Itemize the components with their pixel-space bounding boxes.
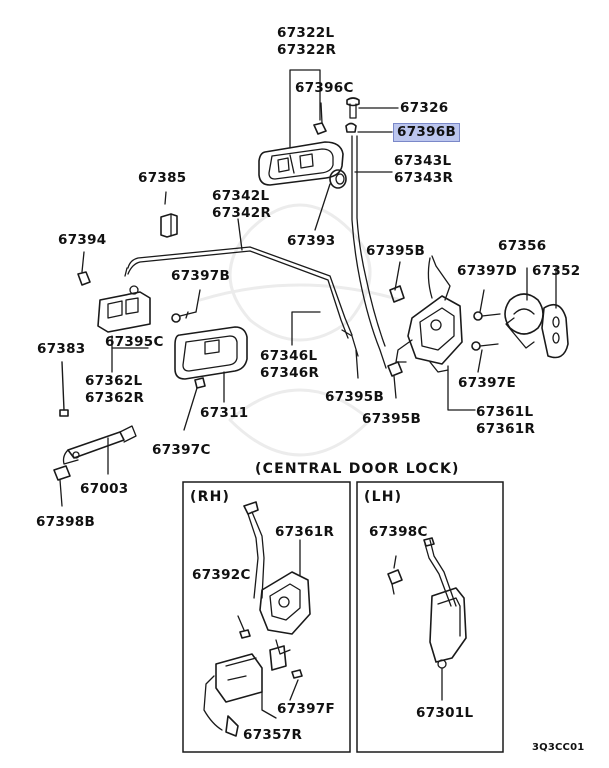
part-label-67394[interactable]: 67394 xyxy=(58,232,107,248)
rod-end-67326-drawing xyxy=(346,97,399,119)
part-label-67361L: 67361L xyxy=(476,404,534,420)
part-label-67326[interactable]: 67326 xyxy=(400,100,449,116)
screw-67397E-drawing xyxy=(471,341,499,373)
part-label-67395B-low[interactable]: 67395B xyxy=(362,411,422,427)
screw-67397D-drawing xyxy=(473,289,501,321)
rh-box-label: (RH) xyxy=(190,489,231,505)
part-label-67361R: 67361R xyxy=(476,421,536,437)
screw-67397C-drawing xyxy=(183,377,206,431)
part-label-67392C[interactable]: 67392C xyxy=(192,567,251,583)
bolt-67398B-drawing xyxy=(53,465,71,507)
part-label-67397E[interactable]: 67397E xyxy=(458,375,516,391)
lever-67003-drawing xyxy=(62,425,137,475)
part-label-67385[interactable]: 67385 xyxy=(138,170,187,186)
part-label-67346[interactable]: 67346L 67346R xyxy=(260,348,319,382)
part-label-67395B-top[interactable]: 67395B xyxy=(366,243,426,259)
lh-box-label: (LH) xyxy=(364,489,403,505)
part-label-67343[interactable]: 67343L 67343R xyxy=(394,153,453,187)
shim-67352-drawing xyxy=(541,267,569,359)
part-label-67322R: 67322R xyxy=(277,42,337,58)
part-label-67397F[interactable]: 67397F xyxy=(277,701,335,717)
rod-67346-drawing xyxy=(291,311,321,346)
lh-box xyxy=(356,481,504,753)
part-label-67393[interactable]: 67393 xyxy=(287,233,336,249)
part-label-67342[interactable]: 67342L 67342R xyxy=(212,188,271,222)
part-label-67356[interactable]: 67356 xyxy=(498,238,547,254)
rod-67343 xyxy=(351,135,387,369)
part-label-67357R[interactable]: 67357R xyxy=(243,727,303,743)
part-label-67311[interactable]: 67311 xyxy=(200,405,249,421)
part-label-67397C[interactable]: 67397C xyxy=(152,442,211,458)
part-label-67397B[interactable]: 67397B xyxy=(171,268,231,284)
rh-box xyxy=(182,481,351,753)
striker-67356-drawing xyxy=(504,267,544,349)
inside-lock-housing-drawing xyxy=(97,285,151,373)
part-label-67322L: 67322L xyxy=(277,25,335,41)
section-title-central-door-lock: (CENTRAL DOOR LOCK) xyxy=(255,461,460,477)
outside-handle-drawing xyxy=(258,141,344,186)
pad-67385-drawing xyxy=(160,191,178,238)
clip-67394-drawing xyxy=(77,251,91,286)
clip-67395B-top-drawing xyxy=(389,257,433,303)
rod-67383-drawing xyxy=(59,361,69,417)
rh-actuator-drawing xyxy=(203,501,311,737)
part-label-67003[interactable]: 67003 xyxy=(80,481,129,497)
part-label-67342R: 67342R xyxy=(212,205,272,221)
part-label-67395C[interactable]: 67395C xyxy=(105,334,164,350)
screw-67397B-drawing xyxy=(171,289,201,323)
part-label-67395B-mid[interactable]: 67395B xyxy=(325,389,385,405)
part-label-67396B-highlighted[interactable]: 67396B xyxy=(393,123,461,142)
watermark-emblem xyxy=(198,203,402,457)
leader-67322 xyxy=(289,69,321,149)
part-label-67398C[interactable]: 67398C xyxy=(369,524,428,540)
part-label-67352[interactable]: 67352 xyxy=(532,263,581,279)
rod-clip-67396B-drawing xyxy=(345,122,393,133)
part-label-67346L: 67346L xyxy=(260,348,318,364)
clip-67396C-drawing xyxy=(313,102,327,135)
rod-67342-drawing xyxy=(124,218,353,339)
part-label-67397D[interactable]: 67397D xyxy=(457,263,517,279)
part-label-67301L[interactable]: 67301L xyxy=(416,705,474,721)
part-label-67342L: 67342L xyxy=(212,188,270,204)
diagram-code: 3Q3CC01 xyxy=(532,742,585,753)
part-label-67362R: 67362R xyxy=(85,390,145,406)
part-label-67398B[interactable]: 67398B xyxy=(36,514,96,530)
part-label-67362[interactable]: 67362L 67362R xyxy=(85,373,144,407)
part-label-67343R: 67343R xyxy=(394,170,454,186)
part-label-67396C[interactable]: 67396C xyxy=(295,80,354,96)
latch-assembly-67361-drawing xyxy=(387,255,476,411)
part-label-67343L: 67343L xyxy=(394,153,452,169)
part-label-67361R-central[interactable]: 67361R xyxy=(275,524,335,540)
part-label-67362L: 67362L xyxy=(85,373,143,389)
lh-actuator-drawing xyxy=(387,537,467,701)
part-label-67322[interactable]: 67322L 67322R xyxy=(277,25,336,59)
grommet-67393-drawing xyxy=(314,169,347,231)
part-label-67383[interactable]: 67383 xyxy=(37,341,86,357)
inside-handle-drawing xyxy=(174,326,248,403)
part-label-67361[interactable]: 67361L 67361R xyxy=(476,404,535,438)
part-label-67346R: 67346R xyxy=(260,365,320,381)
